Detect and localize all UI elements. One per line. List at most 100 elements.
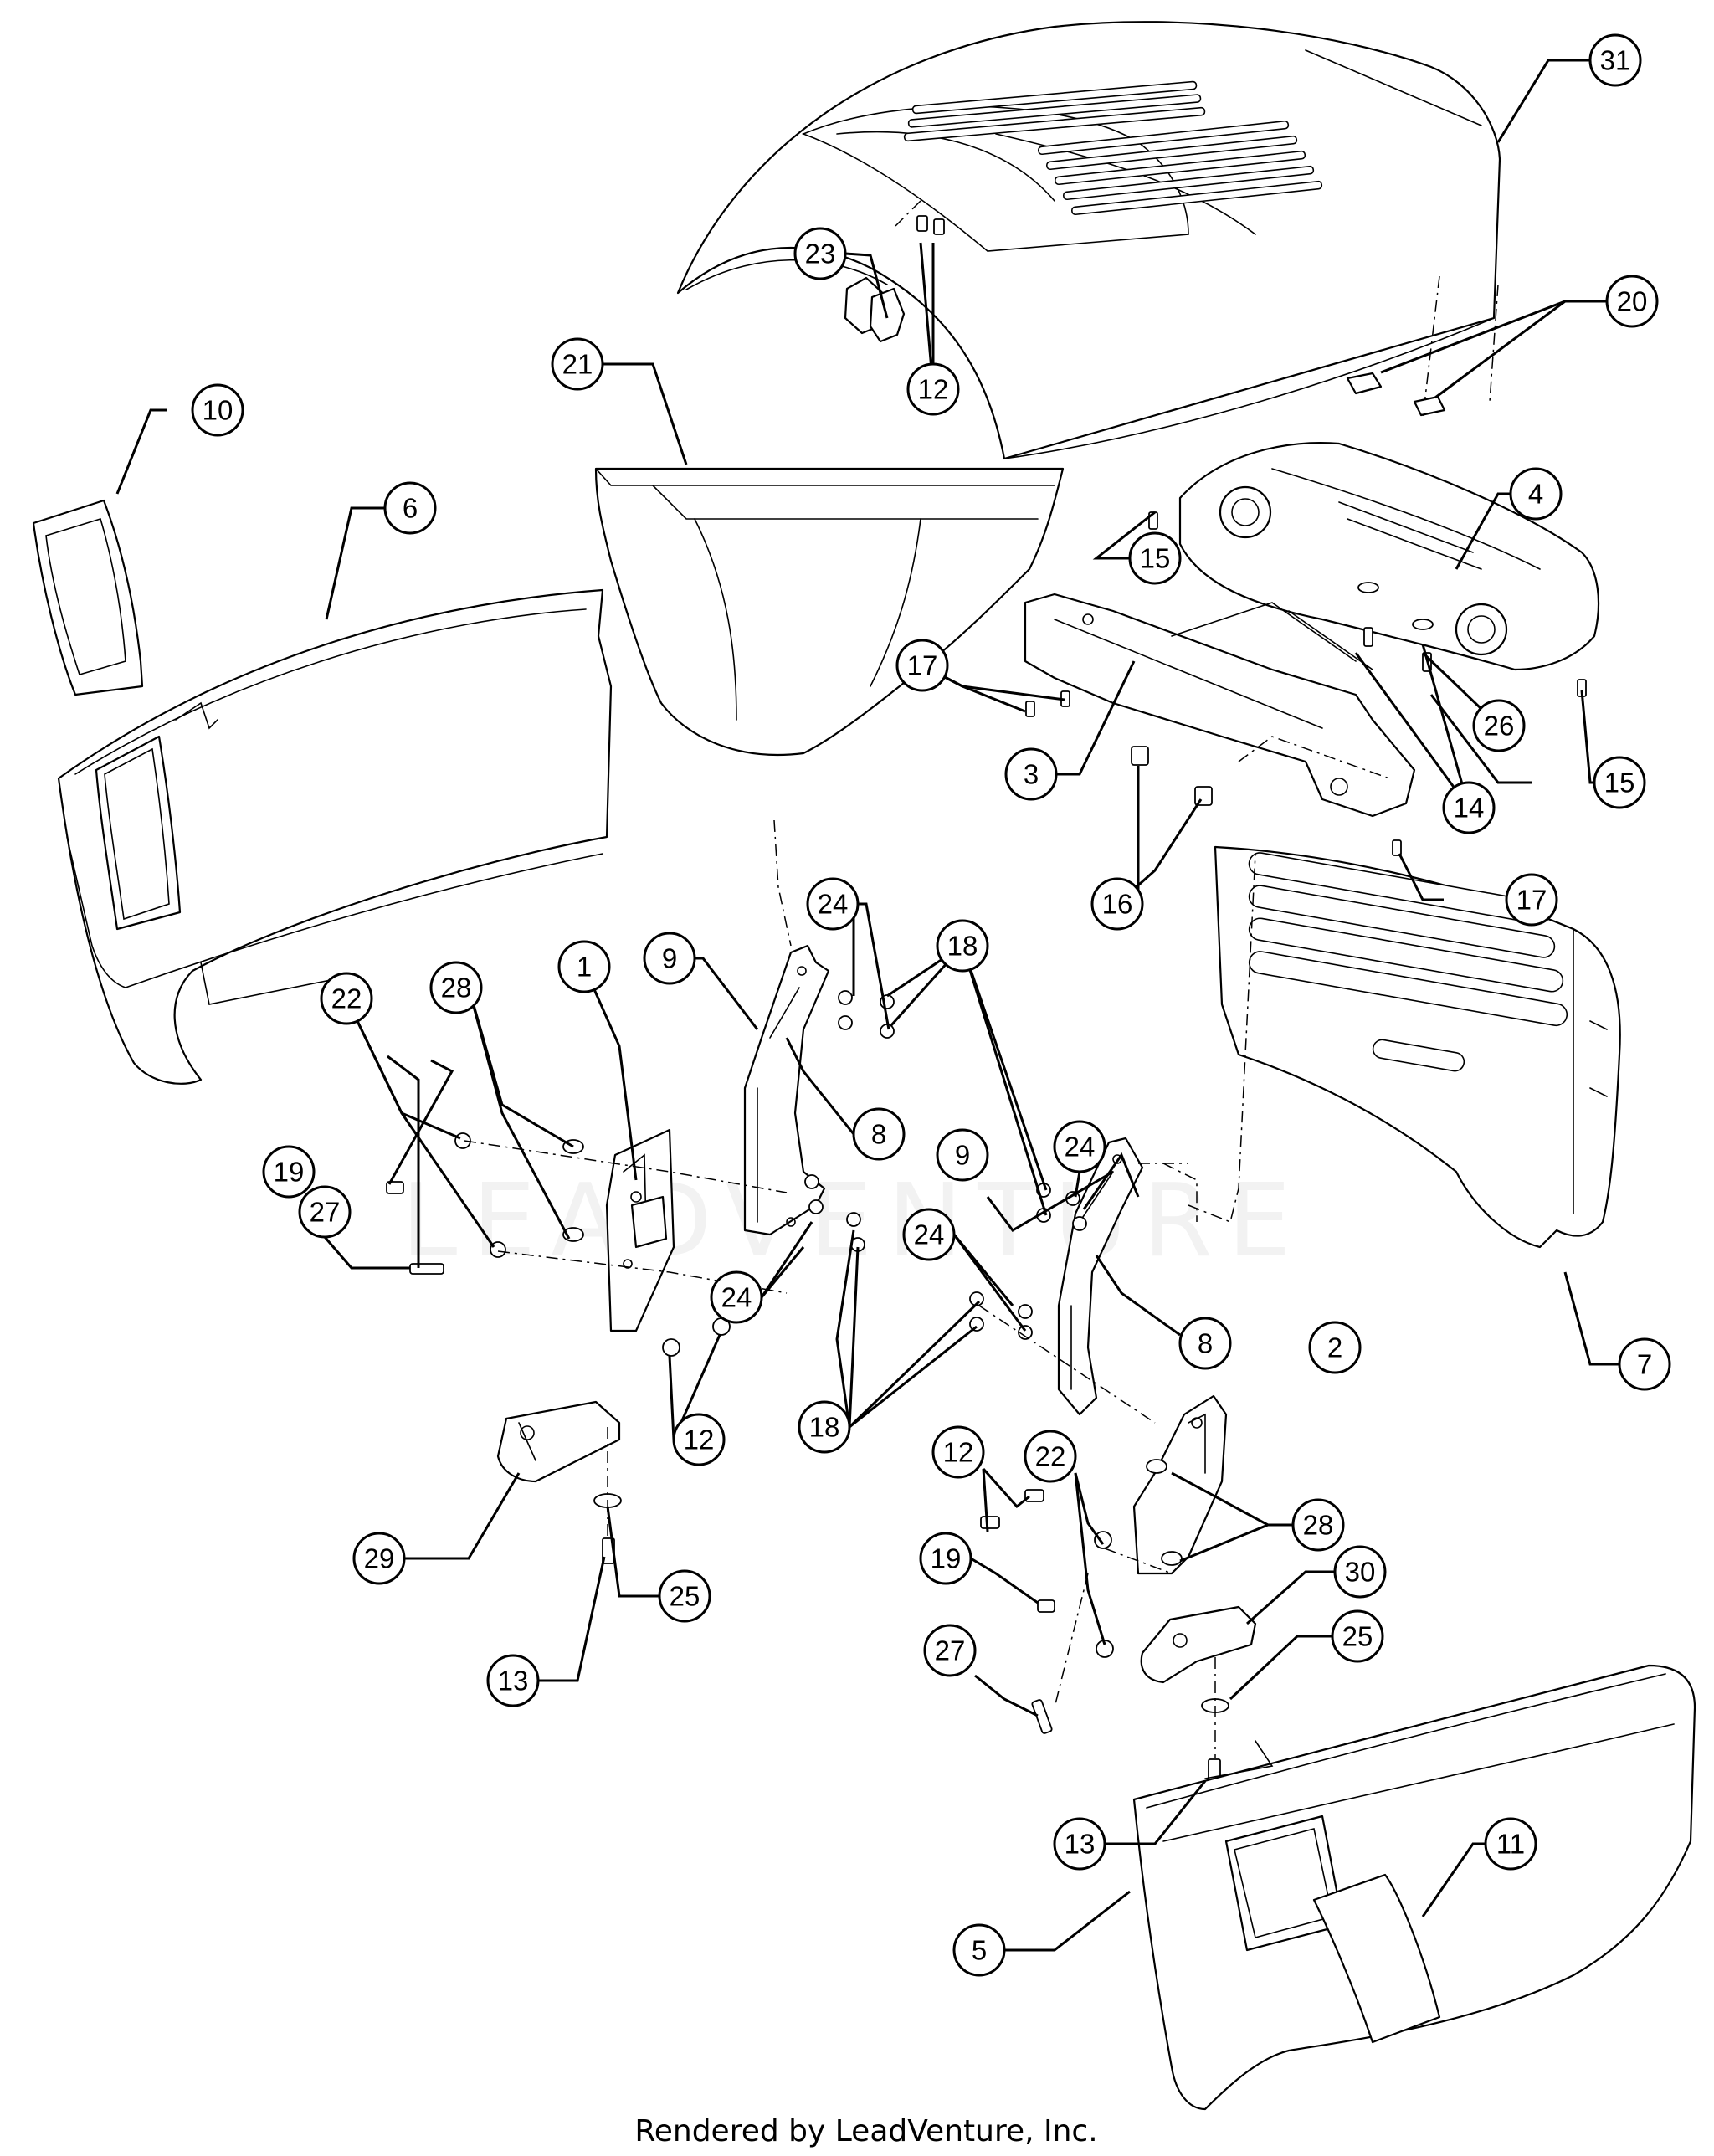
svg-text:28: 28 (441, 973, 472, 1004)
washers-26 (1357, 582, 1434, 630)
right-foot-bracket-part (1140, 1605, 1257, 1684)
svg-text:18: 18 (947, 931, 978, 962)
spacers-16 (1131, 746, 1213, 806)
hardware-25-13 (593, 1493, 1229, 1785)
svg-text:6: 6 (403, 493, 418, 524)
grille-part (1214, 845, 1621, 1249)
svg-text:24: 24 (818, 889, 849, 920)
footer-credit: Rendered by LeadVenture, Inc. (634, 2114, 1097, 2148)
callout-15a: 15 (1128, 531, 1182, 585)
callout-24d: 24 (902, 1208, 956, 1261)
svg-text:3: 3 (1024, 759, 1039, 790)
callout-23: 23 (793, 227, 847, 280)
callout-8a: 8 (852, 1107, 906, 1161)
callout-18a: 18 (936, 919, 989, 973)
svg-text:26: 26 (1484, 711, 1515, 742)
svg-text:14: 14 (1454, 793, 1485, 824)
headlight-bracket-part (1178, 442, 1600, 671)
callout-19a: 19 (262, 1145, 316, 1199)
svg-text:7: 7 (1637, 1349, 1652, 1380)
svg-text:27: 27 (310, 1197, 341, 1228)
svg-text:4: 4 (1528, 479, 1543, 510)
callout-17a: 17 (895, 639, 949, 692)
svg-text:19: 19 (274, 1157, 305, 1188)
svg-text:8: 8 (871, 1119, 886, 1150)
callout-12b: 12 (672, 1413, 726, 1466)
svg-text:24: 24 (914, 1219, 945, 1250)
svg-text:8: 8 (1198, 1328, 1213, 1359)
svg-text:11: 11 (1496, 1829, 1525, 1860)
callout-27a: 27 (298, 1185, 352, 1239)
right-hinge-arm (1057, 1137, 1144, 1416)
svg-text:13: 13 (1065, 1829, 1096, 1860)
right-bracket-part (1132, 1394, 1228, 1575)
svg-text:24: 24 (1065, 1132, 1096, 1163)
callout-24c: 24 (710, 1270, 763, 1324)
watermark-text: LEADVENTURE (401, 1163, 1306, 1280)
svg-text:16: 16 (1102, 889, 1133, 920)
callout-17b: 17 (1505, 873, 1558, 927)
callout-2: 2 (1308, 1321, 1362, 1374)
svg-text:5: 5 (972, 1935, 987, 1966)
svg-text:22: 22 (1035, 1441, 1066, 1472)
callout-3: 3 (1004, 747, 1058, 801)
callout-11: 11 (1484, 1817, 1537, 1871)
callout-30: 30 (1333, 1545, 1387, 1599)
svg-text:17: 17 (1516, 885, 1547, 916)
callout-16: 16 (1090, 877, 1144, 931)
left-hinge-arm (743, 944, 830, 1236)
hood-screws (916, 215, 945, 235)
svg-text:2: 2 (1327, 1332, 1342, 1363)
svg-text:15: 15 (1604, 767, 1635, 798)
svg-text:31: 31 (1600, 45, 1631, 76)
svg-text:24: 24 (721, 1282, 752, 1313)
callout-22b: 22 (1024, 1430, 1077, 1483)
callout-28b: 28 (1291, 1498, 1345, 1552)
callout-13b: 13 (1053, 1817, 1106, 1871)
svg-text:18: 18 (809, 1412, 840, 1443)
callout-8b: 8 (1178, 1317, 1232, 1370)
svg-text:9: 9 (955, 1140, 970, 1171)
clips-part (1346, 372, 1446, 417)
hood-vents (903, 80, 1323, 216)
callout-13a: 13 (486, 1654, 540, 1707)
callout-12c: 12 (931, 1425, 985, 1479)
callout-1: 1 (557, 940, 611, 993)
svg-text:15: 15 (1140, 543, 1171, 574)
svg-text:30: 30 (1345, 1557, 1376, 1588)
svg-text:27: 27 (935, 1635, 966, 1666)
svg-text:28: 28 (1303, 1510, 1334, 1541)
callout-9a: 9 (643, 932, 696, 985)
svg-text:21: 21 (562, 349, 593, 380)
svg-text:17: 17 (907, 650, 938, 681)
svg-text:12: 12 (943, 1437, 974, 1468)
callout-6: 6 (383, 481, 437, 535)
callout-22a: 22 (320, 972, 373, 1025)
left-bracket-part (605, 1128, 675, 1332)
callout-12a: 12 (906, 362, 960, 416)
right-side-panel-part (1132, 1664, 1696, 2111)
callout-31: 31 (1588, 33, 1642, 87)
svg-text:25: 25 (1342, 1621, 1373, 1652)
dash-panel-part (594, 467, 1065, 757)
callout-10: 10 (191, 383, 244, 437)
callout-28a: 28 (429, 961, 483, 1014)
callout-7: 7 (1618, 1337, 1671, 1391)
svg-text:12: 12 (684, 1424, 715, 1455)
callout-4: 4 (1509, 467, 1563, 521)
svg-text:19: 19 (931, 1543, 962, 1574)
svg-text:13: 13 (498, 1666, 529, 1697)
svg-text:12: 12 (918, 374, 949, 405)
svg-text:10: 10 (203, 395, 233, 426)
callout-27b: 27 (923, 1624, 977, 1677)
callout-15b: 15 (1593, 756, 1646, 809)
callout-19b: 19 (919, 1532, 972, 1585)
callout-25a: 25 (658, 1569, 711, 1623)
left-side-panel-part (57, 588, 613, 1085)
svg-text:9: 9 (662, 943, 677, 974)
svg-text:23: 23 (805, 239, 836, 270)
callout-25b: 25 (1331, 1609, 1384, 1663)
svg-text:29: 29 (364, 1543, 395, 1574)
callout-9b: 9 (936, 1128, 989, 1182)
svg-text:20: 20 (1617, 286, 1648, 317)
